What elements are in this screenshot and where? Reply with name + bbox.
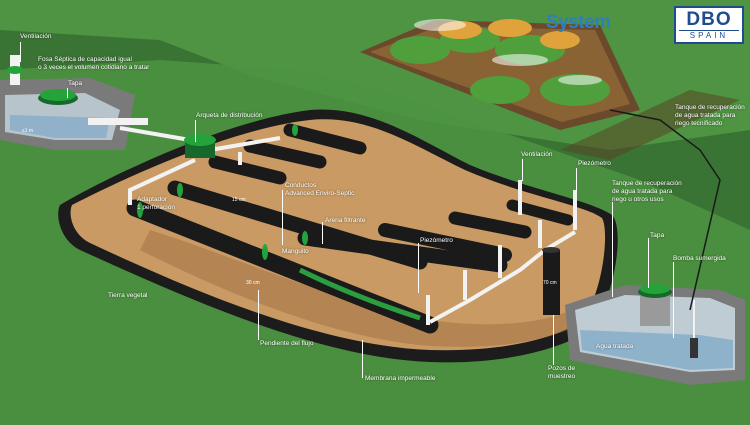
irrigation-trench — [560, 90, 740, 160]
pipe-rings — [137, 124, 308, 260]
leader-arena — [322, 222, 323, 244]
leader-bomba — [673, 262, 674, 338]
pipe-row-8 — [448, 211, 532, 239]
logo-sub-text: SPAIN — [679, 30, 739, 40]
label-arena: Arena filtrante — [325, 217, 366, 224]
leader-membrana — [362, 340, 363, 378]
label-ventilacion-1: Ventilación — [20, 33, 52, 40]
label-pendiente: Pendiente del flujo — [260, 340, 314, 347]
label-agua: Agua tratada — [596, 343, 634, 350]
leader-ventilacion-2 — [522, 159, 523, 181]
label-arqueta: Arqueta de distribución — [196, 112, 263, 119]
dim-30cm: 30 cm — [246, 280, 260, 286]
leader-pozos — [553, 315, 554, 365]
leader-conductos — [282, 190, 283, 245]
logo-main-text: DBO — [686, 9, 732, 30]
leader-tapa-1 — [67, 88, 68, 98]
septic-tank — [0, 55, 148, 150]
pipe-row-1 — [283, 123, 367, 155]
dim-tank-depth: ≤1 m — [22, 128, 34, 134]
label-tanque-riego: Tanque de recuperación de agua tratada p… — [675, 104, 745, 127]
label-conductos: Conductos Advanced Enviro-Septic — [285, 182, 355, 197]
label-bomba: Bomba sumergida — [673, 255, 726, 262]
label-piezometro-2: Piezómetro — [420, 237, 453, 244]
leader-tanque-otros — [612, 202, 613, 297]
label-membrana: Membrana impermeable — [365, 375, 436, 382]
dim-70cm: 70 cm — [543, 280, 557, 286]
pipe-row-3 — [208, 155, 287, 185]
leader-pendiente — [258, 290, 259, 340]
label-tapa-1: Tapa — [68, 80, 83, 87]
leader-ventilacion-1 — [20, 42, 21, 62]
label-adaptador: Adaptador 1 perforación — [137, 196, 175, 211]
drip-irrigation-icon — [414, 19, 602, 85]
dim-15cm: 15 cm — [232, 197, 246, 203]
leader-piezometro-1 — [576, 168, 577, 192]
dbo-spain-logo: DBO SPAIN — [674, 6, 744, 44]
label-piezometro-1: Piezómetro — [578, 160, 611, 167]
label-tanque-otros: Tanque de recuperación de agua tratada p… — [612, 180, 682, 203]
sampling-well — [542, 247, 560, 315]
label-fosa: Fosa Séptica de capacidad igual o 3 vece… — [38, 56, 150, 71]
label-tierra: Tierra vegetal — [108, 292, 148, 299]
recovery-tank — [565, 284, 745, 385]
submersible-pump-icon — [690, 338, 698, 358]
label-pozos: Pozos de muestreo — [548, 365, 576, 380]
label-tapa-2: Tapa — [650, 232, 665, 239]
crop-field — [360, 19, 640, 130]
system-brand: System — [546, 12, 611, 33]
pipe-row-7 — [378, 223, 512, 262]
irrigation-hose — [609, 109, 721, 311]
leader-arqueta — [195, 120, 196, 142]
label-manguito: Manguito — [282, 248, 309, 255]
pipe-row-6 — [297, 230, 508, 273]
leader-tapa-2 — [648, 238, 649, 288]
distribution-box — [184, 134, 216, 158]
septic-pipe-rows — [126, 123, 574, 334]
leader-piezometro-2 — [418, 243, 419, 293]
pipe-row-2 — [243, 139, 327, 169]
label-ventilacion-2: Ventilación — [521, 151, 553, 158]
